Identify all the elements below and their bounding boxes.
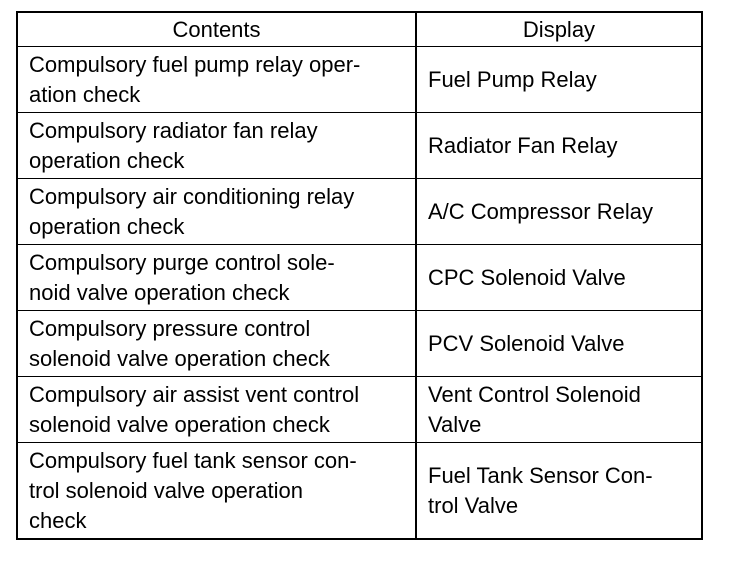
operation-check-table: Contents Display Compulsory fuel pump re… — [16, 11, 703, 540]
table-row: Compulsory fuel pump relay oper-ation ch… — [16, 46, 703, 113]
contents-cell: Compulsory fuel tank sensor con-trol sol… — [16, 442, 417, 540]
contents-cell: Compulsory purge control sole-noid valve… — [16, 244, 417, 311]
display-cell: Radiator Fan Relay — [415, 112, 703, 179]
table-row: Compulsory purge control sole-noid valve… — [16, 244, 703, 311]
display-cell: Fuel Pump Relay — [415, 46, 703, 113]
display-cell: Fuel Tank Sensor Con-trol Valve — [415, 442, 703, 540]
table-row: Compulsory fuel tank sensor con-trol sol… — [16, 442, 703, 540]
header-display: Display — [415, 11, 703, 47]
display-cell: A/C Compressor Relay — [415, 178, 703, 245]
display-cell: CPC Solenoid Valve — [415, 244, 703, 311]
header-contents: Contents — [16, 11, 417, 47]
table-header: Contents Display — [16, 11, 703, 47]
header-row: Contents Display — [16, 11, 703, 47]
table-body: Compulsory fuel pump relay oper-ation ch… — [16, 46, 703, 540]
display-cell: PCV Solenoid Valve — [415, 310, 703, 377]
contents-cell: Compulsory fuel pump relay oper-ation ch… — [16, 46, 417, 113]
